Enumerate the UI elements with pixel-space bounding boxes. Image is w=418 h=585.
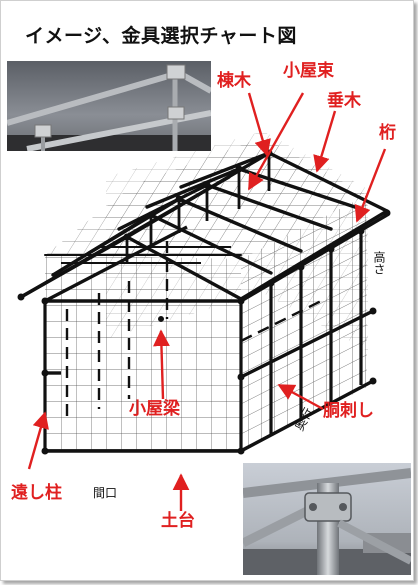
dimension-height: 高さ (372, 251, 386, 275)
king-posts (125, 153, 271, 263)
hidden-posts (65, 241, 322, 421)
sills (45, 309, 374, 453)
label-through-post: 遠し柱 (11, 483, 62, 503)
label-tie-beam: 小屋梁 (129, 399, 180, 419)
page-title: イメージ、金具選択チャート図 (25, 25, 297, 47)
label-eave-beam: 桁 (379, 123, 396, 143)
label-king-post: 小屋束 (283, 61, 334, 81)
roof-joint-photo (7, 61, 211, 151)
posts (43, 231, 363, 451)
frame-structure-diagram (17, 92, 391, 511)
label-ground-sill: 土台 (161, 511, 195, 531)
mesh-front-wall (45, 255, 241, 451)
pipe-clamp-photo (243, 463, 411, 575)
dimension-width: 間口 (93, 486, 118, 500)
joint-nodes (17, 149, 391, 455)
callout-arrows (27, 92, 387, 511)
label-ridge-beam: 棟木 (217, 71, 251, 91)
label-rafter: 垂木 (327, 91, 361, 111)
label-girt: 胴刺し (323, 401, 374, 421)
